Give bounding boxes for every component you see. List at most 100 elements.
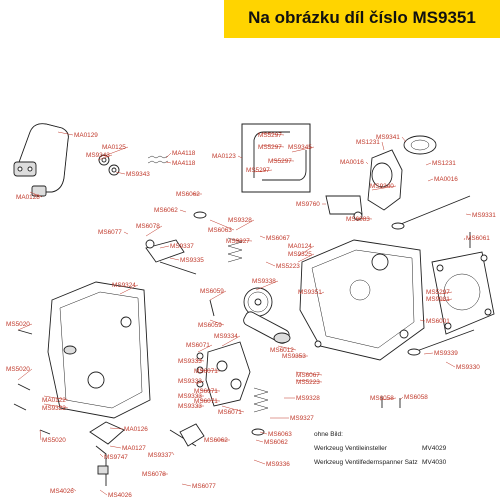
part-callout: MS6071 [194,368,221,375]
part-callout: MS6083 [346,216,373,223]
leader-line [39,429,42,441]
part-number-label: MS6083 [346,216,370,223]
part-callout: MS6058 [370,395,397,402]
part-number-label: MS5297 [426,289,450,296]
part-callout: MS9334 [214,333,241,347]
part-callout: MS6063 [208,219,235,234]
leader-line [271,159,295,162]
part-callout: MS9327 [226,238,253,245]
leader-line [379,397,397,401]
part-callout: MS1231 [356,139,385,151]
springs-drawing [193,211,269,436]
part-number-label: MS6062 [204,437,228,444]
part-number-label: MA0128 [16,194,40,201]
leader-line [123,231,129,235]
part-callout: MS9747 [99,453,128,461]
note-row: Werkzeug Ventilfedernspanner Satz MV4030 [314,459,500,473]
part-callout: MS4026 [50,487,77,495]
part-callout: MA0122 [42,395,69,404]
part-callout: MS9345 [288,144,315,153]
part-number-label: MS6071 [186,342,210,349]
part-callout: MS5297 [426,289,453,296]
part-callout: MS6077 [181,483,216,490]
part-number-label: MS6067 [296,372,320,379]
part-number-label: MS6062 [154,207,178,214]
part-callout: MS6062 [176,191,202,198]
leader-line [209,319,225,326]
part-callout: MS6062 [255,439,288,446]
part-number-label: MA4118 [172,150,196,157]
part-number-label: MS5020 [6,321,30,328]
leader-line [115,171,126,175]
leader-line [57,131,74,136]
part-number-label: MS5297 [258,144,282,151]
leader-line [221,335,241,347]
part-number-label: MS5020 [42,437,66,444]
part-number-label: MS5020 [6,366,30,373]
part-number-label: MS9322 [42,405,66,412]
part-number-label: MS9337 [148,452,172,459]
part-callout: MS6062 [154,207,187,214]
bracket-drawing [89,421,125,486]
part-callout: MS9331 [465,212,496,219]
part-number-label: MS1231 [356,139,380,146]
part-callout: MS6067 [259,235,290,242]
part-number-label: MS6078 [142,471,166,478]
leader-line [109,427,124,430]
leader-line [179,209,187,213]
part-callout: MS9328 [228,217,255,231]
leader-line [253,169,273,173]
part-callout: MS9338 [252,278,279,291]
cylinder-head-cover-drawing [47,281,151,419]
part-callout: MA0124 [288,243,315,257]
leader-line [71,487,77,492]
part-number-label: MS6061 [466,235,490,242]
leader-line [165,161,172,164]
part-number-label: MS6063 [208,227,232,234]
part-callout: MS6071 [194,398,221,405]
part-number-label: MS9337 [170,243,194,250]
part-callout: MS9324 [112,282,139,295]
notes-header: ohne Bild: [314,431,343,438]
part-number-label: MS9747 [104,454,128,461]
pipe-fittings-drawing [98,154,169,176]
part-number-label: MS6077 [98,229,122,236]
part-callout: MS5297 [258,132,285,139]
part-number-label: MS9333 [178,403,202,410]
leader-line [255,280,279,291]
part-callout: MS6001 [419,318,450,325]
part-number-label: MA0125 [102,144,126,151]
leader-line [99,453,104,458]
part-number-label: MS4026 [50,488,74,495]
part-callout: MS5223 [295,379,323,386]
part-number-label: MS6071 [218,409,242,416]
part-number-label: MS9325 [288,251,312,258]
part-number-label: MS5297 [246,167,270,174]
leader-line [165,152,172,159]
part-callout: MA0016 [427,176,458,183]
leader-line [427,178,434,182]
leader-line [195,359,205,362]
leader-line [159,245,170,249]
leader-line [237,155,243,159]
part-number-label: MA0129 [74,132,98,139]
part-callout: MS9339 [423,350,458,357]
part-number-label: MS5297 [258,132,282,139]
part-callout: MS6067 [295,371,323,379]
leader-line [209,290,227,301]
leader-line [295,371,323,376]
part-number-label: MS9351 [298,289,322,296]
part-number-label: MS9343 [126,171,150,178]
part-callout: MS9337 [159,243,194,250]
part-number-label: MS9335 [180,257,204,264]
part-number-label: MA0124 [288,243,312,250]
leader-line [291,146,315,153]
part-number-label: MS6058 [370,395,394,402]
part-number-label: MA0122 [42,397,66,404]
leader-line [43,395,69,401]
part-number-label: MS6077 [192,483,216,490]
leader-line [199,389,221,392]
intake-manifold-drawing [325,135,437,221]
part-callout: MS9335 [169,257,204,264]
leader-line [181,483,192,487]
